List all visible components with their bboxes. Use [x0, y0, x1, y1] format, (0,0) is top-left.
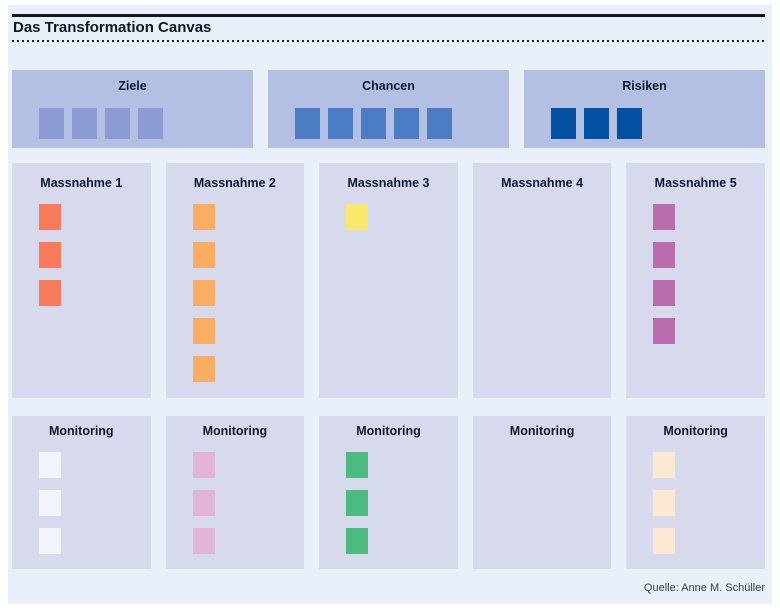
ziele-box: Ziele — [12, 70, 253, 148]
sticky-note — [192, 242, 215, 268]
massnahme-1-column-label: Massnahme 1 — [40, 176, 123, 190]
monitoring-5-box: Monitoring — [626, 416, 765, 569]
monitoring-1-box-label: Monitoring — [49, 424, 114, 438]
sticky-note-group — [39, 452, 61, 554]
sticky-note-group — [346, 452, 369, 554]
monitoring-2-box-label: Monitoring — [202, 424, 268, 438]
sticky-note — [39, 242, 61, 268]
sticky-note — [653, 204, 676, 230]
sticky-note-group — [295, 108, 452, 139]
sticky-note-group — [346, 204, 369, 230]
source-credit: Quelle: Anne M. Schüller — [643, 582, 765, 594]
massnahme-5-column: Massnahme 5 — [626, 163, 765, 398]
massnahme-4-column: Massnahme 4 — [472, 163, 612, 398]
sticky-note — [328, 108, 353, 139]
sticky-note — [427, 108, 452, 139]
sticky-note — [394, 108, 419, 139]
sticky-note — [653, 452, 676, 478]
sticky-note-group — [653, 204, 676, 344]
sticky-note — [192, 204, 215, 230]
sticky-note — [72, 108, 97, 139]
sticky-note-group — [39, 108, 163, 139]
massnahme-3-column: Massnahme 3 — [319, 163, 458, 398]
title-dotted-rule — [12, 40, 765, 42]
sticky-note — [192, 452, 215, 478]
page-title: Das Transformation Canvas — [13, 19, 212, 36]
massnahme-3-column-label: Massnahme 3 — [347, 176, 430, 190]
sticky-note — [105, 108, 130, 139]
title-top-rule — [12, 14, 765, 17]
top-row: Ziele Chancen Risiken — [12, 70, 765, 148]
massnahme-2-column: Massnahme 2 — [165, 163, 305, 398]
risiken-box-label: Risiken — [622, 79, 667, 93]
sticky-note — [653, 318, 676, 344]
ziele-box-label: Ziele — [118, 79, 147, 93]
sticky-note — [584, 108, 609, 139]
monitoring-4-box-label: Monitoring — [509, 424, 575, 438]
monitoring-4-box: Monitoring — [472, 416, 612, 569]
sticky-note-group — [192, 204, 215, 382]
sticky-note-group — [39, 204, 61, 306]
sticky-note — [617, 108, 642, 139]
massnahme-4-column-label: Massnahme 4 — [501, 176, 584, 190]
sticky-note — [39, 280, 61, 306]
sticky-note — [138, 108, 163, 139]
monitoring-5-box-label: Monitoring — [663, 424, 728, 438]
sticky-note — [39, 204, 61, 230]
massnahme-2-column-label: Massnahme 2 — [193, 176, 276, 190]
sticky-note — [346, 490, 369, 516]
monitoring-2-box: Monitoring — [165, 416, 305, 569]
sticky-note — [192, 490, 215, 516]
sticky-note — [551, 108, 576, 139]
sticky-note — [192, 318, 215, 344]
sticky-note — [653, 490, 676, 516]
sticky-note — [346, 528, 369, 554]
sticky-note-group — [653, 452, 676, 554]
sticky-note — [39, 108, 64, 139]
sticky-note — [39, 528, 61, 554]
massnahme-row: Massnahme 1 Massnahme 2 Massnahme 3 Massnah… — [12, 163, 765, 398]
sticky-note — [653, 528, 676, 554]
sticky-note — [295, 108, 320, 139]
risiken-box: Risiken — [524, 70, 765, 148]
sticky-note — [192, 356, 215, 382]
sticky-note — [39, 452, 61, 478]
sticky-note — [39, 490, 61, 516]
chancen-box-label: Chancen — [362, 79, 415, 93]
sticky-note — [192, 528, 215, 554]
monitoring-row: Monitoring Monitoring Monitoring Monitoring… — [12, 416, 765, 569]
sticky-note — [361, 108, 386, 139]
sticky-note — [192, 280, 215, 306]
sticky-note-group — [192, 452, 215, 554]
monitoring-1-box: Monitoring — [12, 416, 151, 569]
monitoring-3-box-label: Monitoring — [356, 424, 421, 438]
massnahme-5-column-label: Massnahme 5 — [654, 176, 737, 190]
chancen-box: Chancen — [268, 70, 509, 148]
sticky-note — [346, 452, 369, 478]
sticky-note-group — [551, 108, 642, 139]
monitoring-3-box: Monitoring — [319, 416, 458, 569]
massnahme-1-column: Massnahme 1 — [12, 163, 151, 398]
sticky-note — [653, 242, 676, 268]
sticky-note — [346, 204, 369, 230]
sticky-note — [653, 280, 676, 306]
